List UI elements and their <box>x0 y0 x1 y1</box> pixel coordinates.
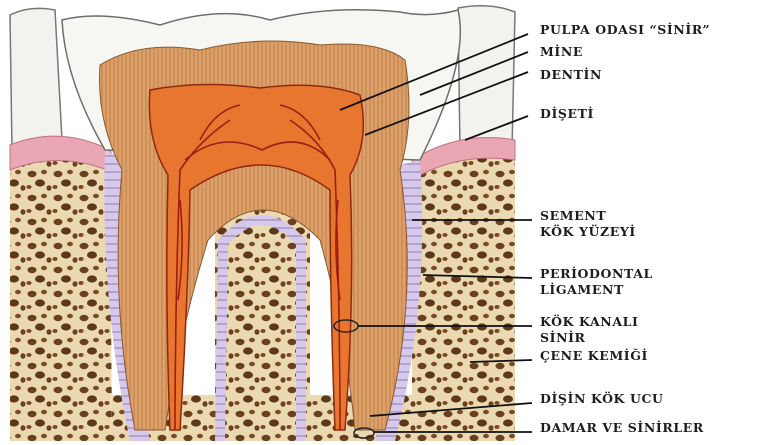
label-pulpa: PULPA ODASI “SİNİR” <box>540 22 710 37</box>
label-kanal-line-1: KÖK KANALI <box>540 313 638 329</box>
label-kanal-line-2: SİNİR <box>540 330 586 345</box>
label-diseti: DİŞETİ <box>540 106 594 121</box>
label-sement-line-2: KÖK YÜZEYİ <box>540 223 636 239</box>
label-kokucu: DİŞİN KÖK UCU <box>540 390 664 406</box>
label-damar: DAMAR VE SİNİRLER <box>540 420 704 435</box>
jaw-bone <box>10 147 112 441</box>
label-sement-line-1: SEMENT <box>540 208 606 223</box>
label-periodontal-line-1: PERİODONTAL <box>540 266 653 281</box>
right-neighbour-tooth <box>458 6 515 150</box>
left-neighbour-tooth <box>10 8 62 150</box>
label-cene: ÇENE KEMİĞİ <box>540 347 648 363</box>
label-mine: MİNE <box>540 44 583 59</box>
label-dentin: DENTİN <box>540 67 602 82</box>
label-periodontal-line-2: LİGAMENT <box>540 282 624 297</box>
jaw-bone-right <box>412 147 515 441</box>
